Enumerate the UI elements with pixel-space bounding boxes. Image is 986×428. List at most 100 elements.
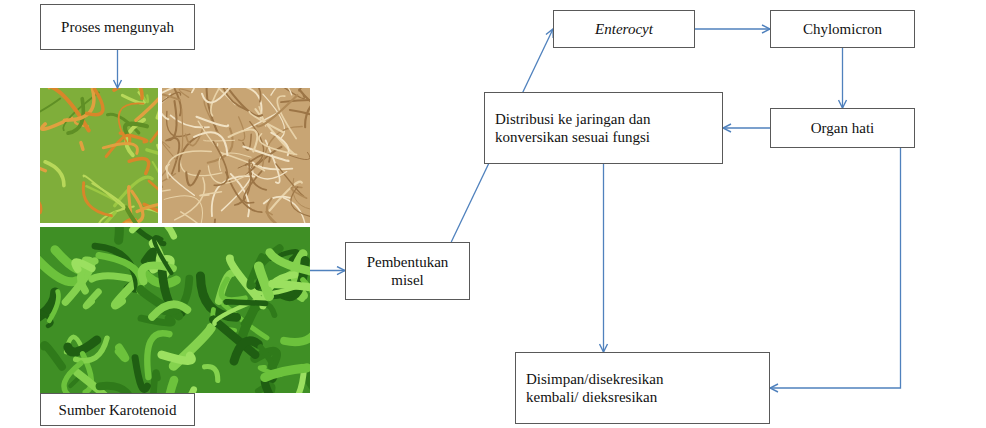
seaweed-strand <box>259 134 297 155</box>
seaweed-strand <box>157 145 158 170</box>
seaweed-strand <box>277 96 296 138</box>
seaweed-strand <box>92 276 134 280</box>
flow-arrow <box>723 127 770 128</box>
seaweed-strand <box>265 368 307 378</box>
seaweed-strand <box>158 88 159 118</box>
seaweed-strand <box>267 198 290 223</box>
seaweed-strand <box>100 386 134 393</box>
seaweed-strand <box>64 363 81 393</box>
flow-arrow <box>117 50 118 88</box>
seaweed-strand <box>86 292 99 306</box>
seaweed-strands <box>162 88 310 223</box>
photo-green-seaweed <box>40 88 158 223</box>
seaweed-strand <box>154 237 171 273</box>
seaweed-strand <box>229 129 258 151</box>
seaweed-strand <box>238 163 253 168</box>
seaweed-strand <box>167 151 211 178</box>
seaweed-strand <box>305 88 310 127</box>
seaweed-strand <box>214 219 236 223</box>
seaweed-strand <box>234 341 258 362</box>
seaweed-strand <box>45 162 64 186</box>
seaweed-strand <box>136 88 158 120</box>
process-box: Chylomicron <box>770 10 915 48</box>
flow-arrow <box>695 28 770 29</box>
seaweed-strand <box>271 88 292 95</box>
seaweed-strand <box>200 192 222 196</box>
seaweed-strand <box>249 160 266 190</box>
box-label: Chylomicron <box>803 20 882 38</box>
seaweed-strand <box>181 109 183 153</box>
seaweed-strand <box>203 140 234 141</box>
process-box: Enterocyt <box>553 10 695 48</box>
seaweed-strand <box>40 186 41 212</box>
flow-arrow <box>770 148 901 388</box>
seaweed-strand <box>276 164 304 196</box>
seaweed-strand <box>76 338 107 360</box>
seaweed-strand <box>291 187 310 217</box>
seaweed-strand <box>164 196 202 223</box>
process-box: Distribusi ke jaringan dan konversikan s… <box>484 92 723 164</box>
seaweed-strand <box>239 117 245 141</box>
seaweed-strand <box>92 183 124 209</box>
seaweed-strand <box>162 88 195 93</box>
photo-dried-seaweed <box>162 88 310 223</box>
seaweed-strand <box>299 90 310 110</box>
seaweed-strand <box>153 373 157 393</box>
seaweed-strand <box>125 124 147 134</box>
seaweed-strand <box>75 262 92 270</box>
seaweed-strand <box>114 88 142 98</box>
seaweed-strand <box>153 162 158 187</box>
seaweed-strands <box>40 88 158 223</box>
seaweed-strands <box>40 227 310 393</box>
seaweed-strand <box>40 166 45 178</box>
seaweed-strand <box>231 174 249 216</box>
box-label: Organ hati <box>811 119 874 137</box>
seaweed-strand <box>218 88 262 116</box>
box-label: Disimpan/disekresikan kembali/ dieksresi… <box>526 370 701 406</box>
seaweed-strand <box>243 147 288 162</box>
seaweed-strand <box>99 255 141 291</box>
seaweed-strand <box>119 103 144 141</box>
seaweed-strand <box>126 207 157 223</box>
process-box: Organ hati <box>770 108 915 148</box>
process-box: Pembentukan misel <box>345 242 470 300</box>
seaweed-strand <box>132 227 173 236</box>
seaweed-strand <box>87 89 103 115</box>
seaweed-strand <box>151 119 158 141</box>
process-box: Proses mengunyah <box>40 4 195 50</box>
seaweed-strand <box>162 355 192 361</box>
flow-arrow <box>842 48 843 108</box>
seaweed-strand <box>283 198 306 223</box>
seaweed-strand <box>284 316 310 342</box>
seaweed-strand <box>168 101 177 140</box>
box-label: Proses mengunyah <box>61 18 174 36</box>
flow-arrow <box>310 270 345 271</box>
seaweed-strand <box>272 284 308 287</box>
seaweed-strand <box>40 255 76 282</box>
seaweed-strand <box>152 304 187 317</box>
seaweed-strand <box>186 171 199 186</box>
seaweed-strand <box>162 92 180 101</box>
seaweed-strand <box>196 117 228 127</box>
seaweed-strand <box>68 340 97 352</box>
seaweed-strand <box>208 166 250 184</box>
seaweed-strand <box>149 181 158 197</box>
seaweed-strand <box>205 367 218 381</box>
caption-box: Sumber Karotenoid <box>40 393 195 426</box>
seaweed-strand <box>162 190 170 208</box>
seaweed-strand <box>166 165 194 196</box>
seaweed-strand <box>194 132 227 155</box>
seaweed-strand <box>100 227 120 240</box>
seaweed-strand <box>162 158 163 187</box>
seaweed-strand <box>68 99 83 133</box>
seaweed-strand <box>299 88 310 91</box>
seaweed-strand <box>147 150 158 162</box>
seaweed-strand <box>70 378 79 387</box>
seaweed-strand <box>213 141 227 185</box>
seaweed-strand <box>181 212 203 223</box>
seaweed-strand <box>226 302 266 304</box>
box-label: Enterocyt <box>595 20 653 38</box>
